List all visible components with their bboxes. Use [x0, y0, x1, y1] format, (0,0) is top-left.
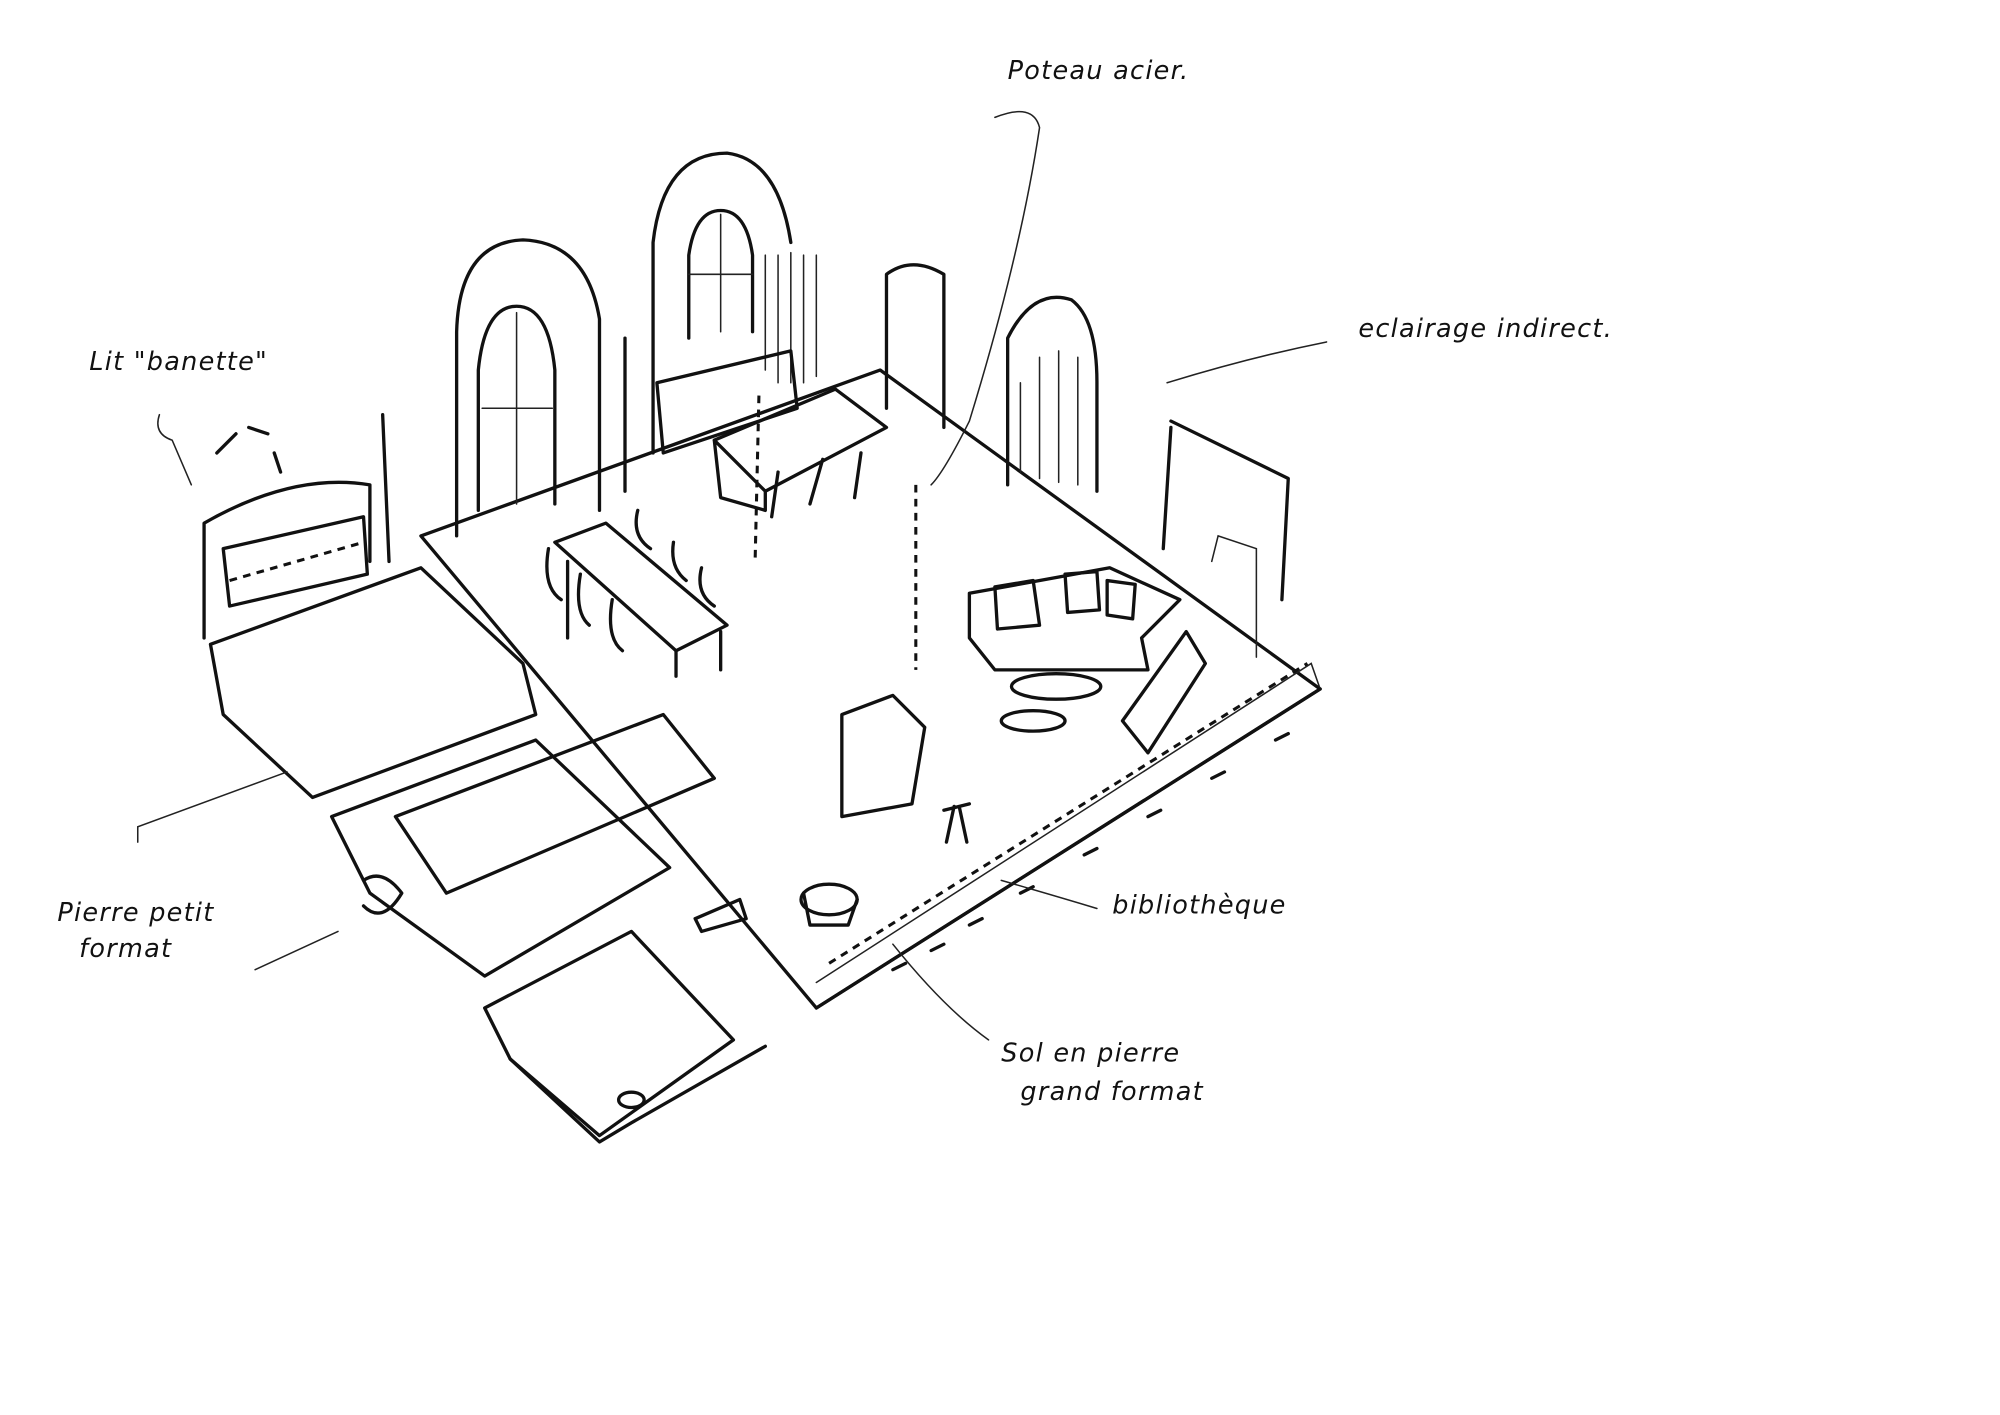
label-bed: Lit "banette": [89, 347, 268, 377]
kitchen: [655, 349, 889, 519]
bed-alcove: [202, 425, 372, 640]
living-area: [799, 566, 1208, 927]
label-indirect-lighting: eclairage indirect.: [1358, 314, 1613, 344]
label-small-stone-2: format: [79, 934, 172, 964]
steel-posts: [753, 395, 918, 670]
label-library: bibliothèque: [1112, 891, 1286, 921]
label-small-stone-1: Pierre petit: [57, 898, 214, 928]
label-steel-post: Poteau acier.: [1008, 56, 1190, 86]
small-stone-floors: [208, 566, 767, 1144]
library-shelf: [814, 687, 1322, 1010]
label-large-stone-2: grand format: [1020, 1077, 1204, 1107]
dining-table: [545, 508, 729, 678]
arched-windows: [380, 151, 1290, 658]
label-large-stone-1: Sol en pierre: [1001, 1039, 1180, 1069]
leader-lines: [136, 110, 1328, 1041]
